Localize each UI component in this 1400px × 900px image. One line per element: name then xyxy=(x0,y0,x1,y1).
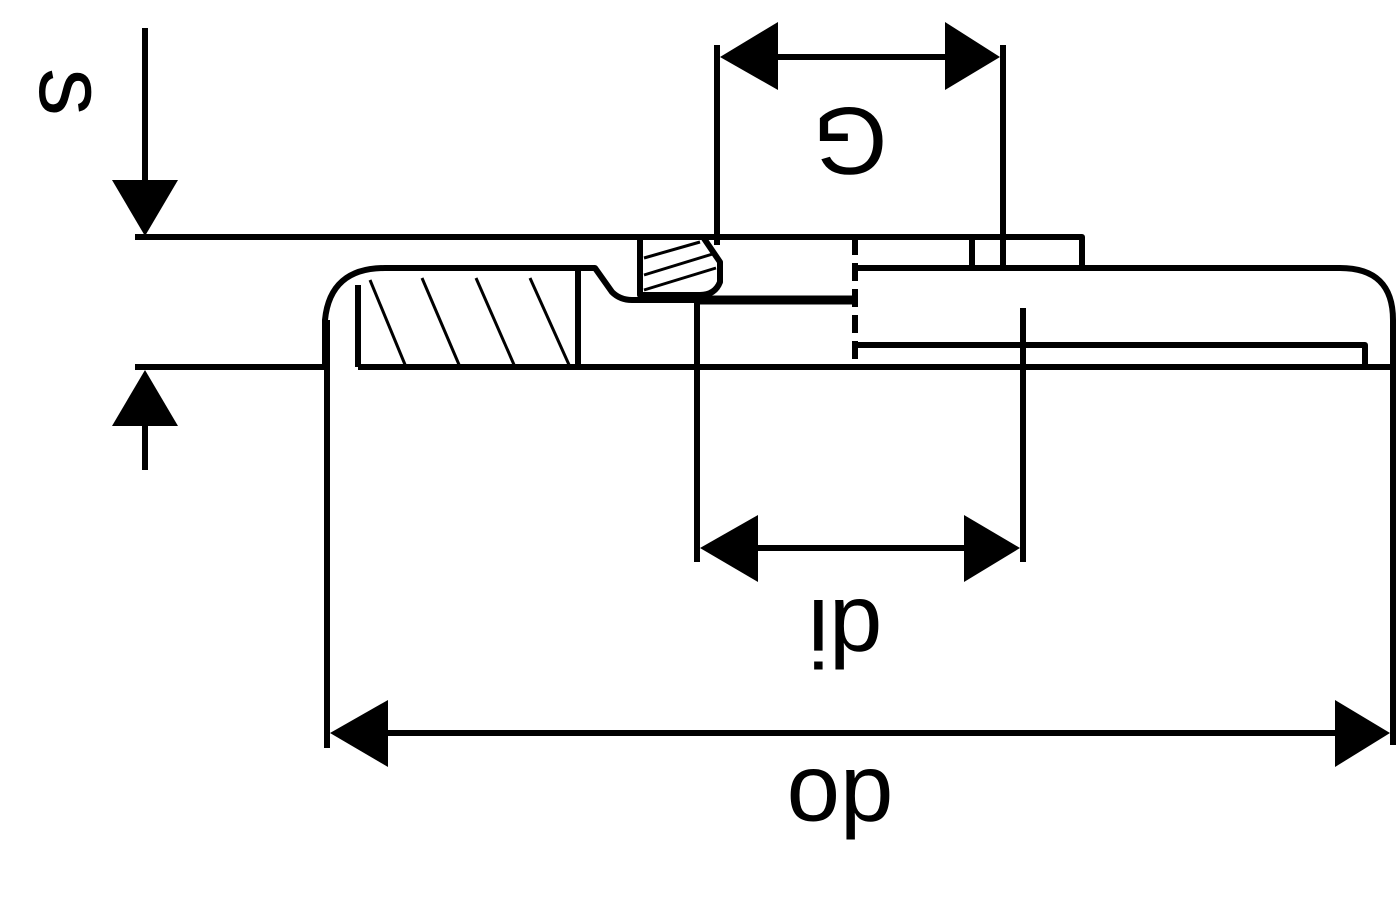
outer-diameter-dimension: do xyxy=(324,320,1390,856)
arrowhead-left xyxy=(700,515,758,582)
part-outline xyxy=(322,234,1396,745)
arrowhead-left xyxy=(720,22,778,90)
arrowhead-right xyxy=(1335,700,1390,767)
arrowhead-left xyxy=(330,700,388,767)
section-hatching xyxy=(368,277,572,368)
arrowhead-right xyxy=(964,515,1020,582)
arrowhead-down xyxy=(112,180,178,236)
thickness-label: s xyxy=(19,68,126,116)
inner-diameter-dimension: di xyxy=(694,300,1026,686)
arrowhead-up xyxy=(112,370,178,426)
thickness-dimension: s xyxy=(19,28,640,470)
arrowhead-right xyxy=(945,22,1000,90)
nut-hatching xyxy=(643,240,717,292)
thread-label: G xyxy=(813,87,888,194)
outer-diameter-label: do xyxy=(787,749,894,856)
thread-dimension: G xyxy=(714,22,1006,268)
inner-diameter-label: di xyxy=(808,579,883,686)
